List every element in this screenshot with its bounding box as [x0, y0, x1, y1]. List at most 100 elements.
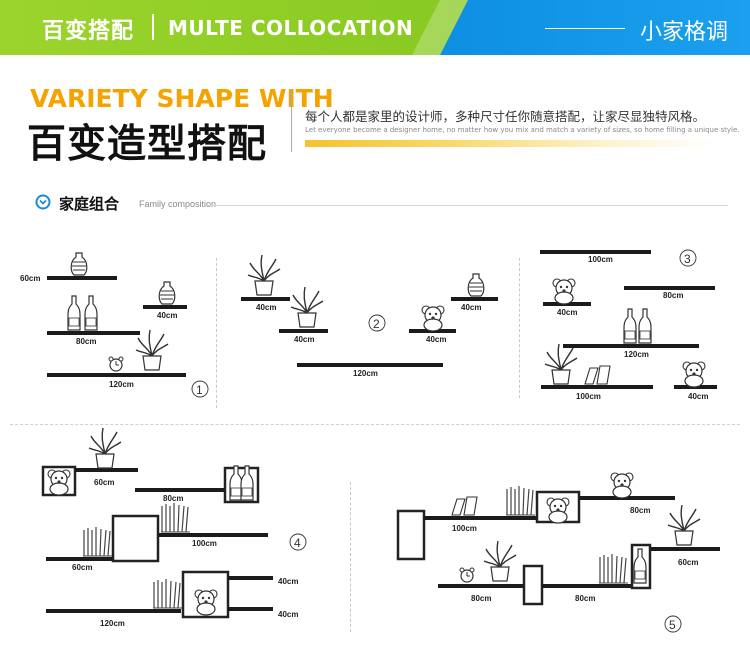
shelf [135, 488, 235, 492]
shelf [75, 468, 138, 472]
shelf [46, 557, 116, 561]
combo-2: 40cm 40cm 40cm 40cm 120cm 2 [241, 254, 498, 378]
bottle-icon [67, 295, 81, 331]
bear-icon [194, 589, 218, 616]
heading-divider [291, 90, 292, 152]
bottle-icon [84, 295, 98, 331]
books-icon [598, 553, 629, 584]
plant-icon [290, 286, 324, 328]
picture-frame-icon [584, 365, 611, 385]
section-rule [208, 205, 728, 206]
dimension-label: 60cm [72, 563, 92, 572]
bottle-icon [623, 308, 637, 344]
chevron-down-circle-icon [35, 194, 51, 210]
heading-subtitle: Let everyone become a designer home, no … [305, 126, 740, 134]
combo-number: 4 [294, 536, 301, 550]
heading-description: 每个人都是家里的设计师，多种尺寸任你随意搭配，让家尽显独特风格。 [305, 109, 706, 124]
combo-number: 1 [196, 383, 203, 397]
dimension-label: 120cm [109, 380, 134, 389]
dimension-label: 80cm [471, 594, 491, 603]
dimension-label: 60cm [20, 274, 40, 283]
plant-icon [247, 254, 281, 296]
heading-gradient-bar [305, 140, 715, 147]
banner-background [0, 0, 750, 55]
dimension-label: 80cm [76, 337, 96, 346]
heading-title-cn: 百变造型搭配 [27, 122, 268, 167]
cube-shelf [522, 564, 544, 606]
shelf [47, 276, 117, 280]
vase-icon [467, 273, 485, 297]
combo-number: 3 [684, 252, 691, 266]
bear-icon [610, 472, 634, 499]
combo-3: 100cm 80cm 40cm 120cm 100cm 40cm 3 [540, 249, 717, 401]
cube-shelf [396, 509, 426, 561]
shelf [228, 576, 273, 580]
shelf [158, 533, 268, 537]
banner-title-en: MULTE COLLOCATION [168, 16, 414, 40]
vase-icon [70, 252, 88, 276]
divider-2-3 [519, 258, 520, 398]
clock-icon [108, 356, 124, 372]
books-icon [152, 578, 183, 609]
bear-icon [421, 305, 445, 332]
section-sublabel: Family composition [139, 199, 217, 209]
dimension-label: 80cm [630, 506, 650, 515]
dimension-label: 40cm [557, 308, 577, 317]
plant-icon [483, 540, 517, 582]
vase-icon [158, 281, 176, 305]
dimension-label: 120cm [353, 369, 378, 378]
shelf [46, 609, 181, 613]
combo-number: 2 [373, 317, 380, 331]
shelf [297, 363, 443, 367]
combo-number-badge [289, 533, 307, 551]
bottle-icon [638, 308, 652, 344]
dimension-label: 60cm [678, 558, 698, 567]
divider-1-2 [216, 258, 217, 408]
header-banner: 百变搭配 MULTE COLLOCATION 小家格调 [0, 0, 750, 55]
shelf [143, 305, 187, 309]
shelf [542, 584, 632, 588]
banner-right-text: 小家格调 [640, 20, 729, 45]
plant-icon [135, 329, 169, 371]
plant-icon [88, 427, 122, 469]
combo-number: 5 [669, 618, 676, 632]
divider-4-5 [350, 482, 351, 632]
banner-right-line [545, 28, 625, 29]
dimension-label: 100cm [588, 255, 613, 264]
combo-number-badge [664, 615, 682, 633]
combo-number-badge [679, 249, 697, 267]
cube-shelf [111, 514, 160, 563]
bear-icon [546, 497, 570, 524]
dimension-label: 40cm [256, 303, 276, 312]
combo-1: 60cm 40cm 80cm 120cm 1 [20, 252, 209, 398]
dimension-label: 80cm [575, 594, 595, 603]
dimension-label: 40cm [278, 577, 298, 586]
dimension-label: 40cm [426, 335, 446, 344]
dimension-label: 40cm [461, 303, 481, 312]
shelf [47, 331, 140, 335]
dimension-label: 120cm [624, 350, 649, 359]
bear-icon [47, 469, 71, 496]
shelf [540, 250, 651, 254]
banner-separator [152, 14, 154, 40]
dimension-label: 100cm [452, 524, 477, 533]
banner-title-cn: 百变搭配 [42, 19, 135, 44]
books-icon [82, 526, 113, 557]
divider-row [10, 424, 740, 425]
shelf [624, 286, 715, 290]
bear-icon [682, 361, 706, 388]
dimension-label: 100cm [576, 392, 601, 401]
dimension-label: 40cm [688, 392, 708, 401]
books-icon [160, 502, 191, 533]
books-icon [505, 485, 536, 516]
shelf [241, 297, 290, 301]
shelf [47, 373, 186, 377]
dimension-label: 80cm [163, 494, 183, 503]
dimension-label: 60cm [94, 478, 114, 487]
combo-number-badge [368, 314, 386, 332]
dimension-label: 80cm [663, 291, 683, 300]
shelf [424, 516, 537, 520]
combo-number-badge [191, 380, 209, 398]
clock-icon [459, 567, 475, 583]
